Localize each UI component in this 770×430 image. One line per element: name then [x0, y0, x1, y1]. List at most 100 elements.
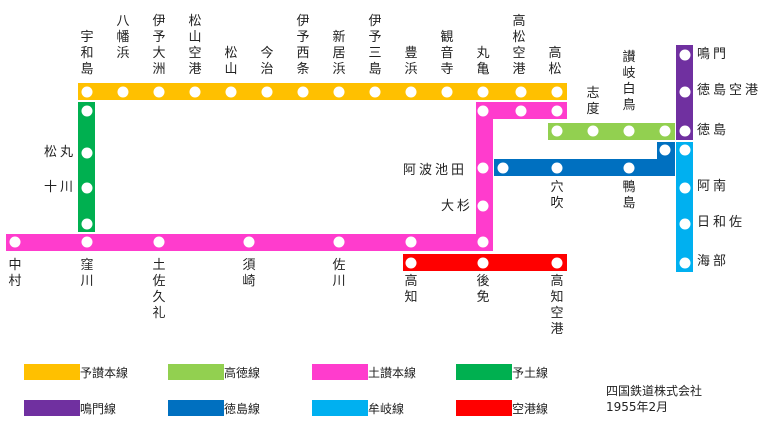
- station-dot: [477, 236, 489, 248]
- legend-label: 予土線: [512, 365, 549, 380]
- station-dot: [225, 86, 237, 98]
- station-dot: [515, 105, 527, 117]
- station-dot: [679, 182, 691, 194]
- station-dot: [117, 86, 129, 98]
- legend-item-yodo: 予土線: [456, 363, 548, 381]
- station-label-uwajima: 宇和島: [80, 30, 94, 77]
- station-label-shido: 志度: [586, 86, 600, 117]
- line-tokushima-main: [494, 159, 675, 176]
- legend-item-yosan: 予讃本線: [24, 363, 128, 381]
- station-label-takamatsukuko: 高松空港: [512, 14, 526, 77]
- station-dot: [297, 86, 309, 98]
- station-label-takamatsu: 高松: [548, 46, 562, 77]
- legend-swatch: [312, 400, 368, 416]
- legend-swatch: [24, 400, 80, 416]
- station-dot: [81, 236, 93, 248]
- station-label-tokushimakuko: 徳島空港: [697, 83, 762, 98]
- station-label-iyoozu: 伊予大洲: [152, 14, 166, 77]
- station-dot: [261, 86, 273, 98]
- station-dot: [333, 236, 345, 248]
- station-label-kochikuko: 高知空港: [550, 274, 564, 337]
- legend-item-mugi: 牟岐線: [312, 399, 404, 417]
- station-label-tokushima: 徳島: [697, 123, 730, 138]
- legend-item-naruto: 鳴門線: [24, 399, 116, 417]
- station-dot: [551, 125, 563, 137]
- station-dot: [405, 236, 417, 248]
- line-yosan: [78, 83, 567, 100]
- station-dot: [477, 257, 489, 269]
- station-label-anan: 阿南: [697, 179, 730, 194]
- legend-item-dosan: 土讃本線: [312, 363, 416, 381]
- station-dot: [659, 125, 671, 137]
- station-dot: [81, 86, 93, 98]
- station-label-tokawa: 十川: [44, 180, 77, 195]
- station-dot: [587, 125, 599, 137]
- legend-label: 鳴門線: [80, 401, 117, 416]
- station-dot: [515, 86, 527, 98]
- line-yodo: [78, 102, 95, 232]
- station-dot: [551, 162, 563, 174]
- station-label-imabari: 今治: [260, 46, 274, 77]
- station-dot: [9, 236, 21, 248]
- station-dot: [81, 147, 93, 159]
- station-label-sakawa: 佐川: [332, 258, 346, 289]
- line-mugi: [676, 142, 693, 272]
- credit: 四国鉄道株式会社 1955年2月: [606, 383, 702, 415]
- station-label-hiwasa: 日和佐: [697, 215, 746, 230]
- station-label-iyosaijo: 伊予西条: [296, 14, 310, 77]
- station-dot: [659, 144, 671, 156]
- legend-label: 高徳線: [224, 365, 261, 380]
- station-dot: [623, 162, 635, 174]
- station-dot: [81, 105, 93, 117]
- legend-item-airport: 空港線: [456, 399, 548, 417]
- station-dot: [679, 125, 691, 137]
- station-dot: [477, 86, 489, 98]
- station-dot: [679, 86, 691, 98]
- station-dot: [81, 182, 93, 194]
- station-label-matsuyama: 松山: [224, 46, 238, 77]
- legend-item-kotoku: 高徳線: [168, 363, 260, 381]
- station-dot: [679, 144, 691, 156]
- station-label-tosakure: 土佐久礼: [152, 258, 166, 321]
- station-dot: [189, 86, 201, 98]
- station-dot: [551, 105, 563, 117]
- station-dot: [477, 105, 489, 117]
- station-label-matsuyamakuko: 松山空港: [188, 14, 202, 77]
- station-dot: [551, 86, 563, 98]
- station-dot: [81, 218, 93, 230]
- station-label-kanonji: 観音寺: [440, 30, 454, 77]
- station-dot: [551, 257, 563, 269]
- station-label-niihama: 新居浜: [332, 30, 346, 77]
- legend-label: 土讃本線: [368, 365, 417, 380]
- legend-swatch: [456, 400, 512, 416]
- station-label-osugi: 大杉: [441, 199, 474, 214]
- station-label-gomen: 後免: [476, 274, 490, 305]
- station-label-nakamura: 中村: [8, 258, 22, 289]
- station-label-sanukishiratori: 讃岐白鳥: [622, 50, 636, 113]
- station-dot: [153, 236, 165, 248]
- station-dot: [477, 200, 489, 212]
- legend-swatch: [24, 364, 80, 380]
- station-label-kubokawa: 窪川: [80, 258, 94, 289]
- station-dot: [441, 86, 453, 98]
- map-date: 1955年2月: [606, 400, 669, 414]
- station-label-kaifu: 海部: [697, 254, 730, 269]
- line-dosan-vertical: [476, 102, 493, 251]
- station-label-anabuki: 穴吹: [550, 180, 564, 211]
- station-label-toyohama: 豊浜: [404, 46, 418, 77]
- station-dot: [679, 257, 691, 269]
- station-dot: [153, 86, 165, 98]
- station-dot: [623, 125, 635, 137]
- legend-swatch: [168, 400, 224, 416]
- legend-label: 空港線: [512, 401, 549, 416]
- station-dot: [477, 162, 489, 174]
- station-label-awaikeda: 阿波池田: [403, 163, 468, 178]
- station-dot: [405, 86, 417, 98]
- station-label-naruto: 鳴門: [697, 47, 730, 62]
- legend-label: 牟岐線: [368, 401, 405, 416]
- station-label-iyomishima: 伊予三島: [368, 14, 382, 77]
- station-label-marugame: 丸亀: [476, 46, 490, 77]
- station-label-kochi: 高知: [404, 274, 418, 305]
- station-dot: [369, 86, 381, 98]
